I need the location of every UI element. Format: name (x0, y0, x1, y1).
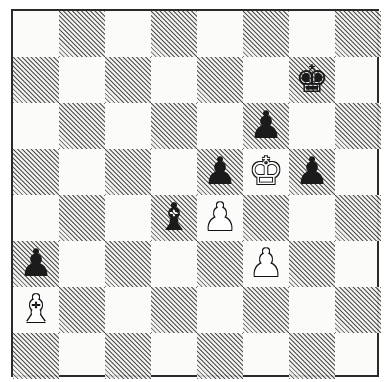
square-d6[interactable] (151, 103, 197, 149)
square-h6[interactable] (335, 103, 381, 149)
square-e1[interactable] (197, 333, 243, 379)
square-c2[interactable] (105, 287, 151, 333)
square-f8[interactable] (243, 11, 289, 57)
square-f7[interactable] (243, 57, 289, 103)
square-d8[interactable] (151, 11, 197, 57)
square-b4[interactable] (59, 195, 105, 241)
square-f2[interactable] (243, 287, 289, 333)
square-g2[interactable] (289, 287, 335, 333)
square-h3[interactable] (335, 241, 381, 287)
square-e6[interactable] (197, 103, 243, 149)
square-g8[interactable] (289, 11, 335, 57)
black-king-icon[interactable]: ♚ (289, 57, 335, 103)
square-b8[interactable] (59, 11, 105, 57)
square-b3[interactable] (59, 241, 105, 287)
white-bishop-icon[interactable]: ♝ (13, 287, 59, 333)
square-a5[interactable] (13, 149, 59, 195)
black-pawn-icon[interactable]: ♟ (197, 149, 243, 195)
square-c4[interactable] (105, 195, 151, 241)
square-b1[interactable] (59, 333, 105, 379)
piece-glyph: ♝ (19, 290, 53, 328)
chess-board: ♚ ♟ ♟ ♚ ♟ ♝ ♟ ♟ ♟ ♝ (11, 9, 379, 377)
square-g6[interactable] (289, 103, 335, 149)
square-a8[interactable] (13, 11, 59, 57)
piece-glyph: ♚ (295, 60, 329, 98)
white-king-icon[interactable]: ♚ (243, 149, 289, 195)
square-e2[interactable] (197, 287, 243, 333)
square-h7[interactable] (335, 57, 381, 103)
white-pawn-icon[interactable]: ♟ (243, 241, 289, 287)
square-h2[interactable] (335, 287, 381, 333)
square-b7[interactable] (59, 57, 105, 103)
square-c8[interactable] (105, 11, 151, 57)
piece-glyph: ♟ (295, 152, 329, 190)
square-c5[interactable] (105, 149, 151, 195)
square-h4[interactable] (335, 195, 381, 241)
square-b5[interactable] (59, 149, 105, 195)
piece-glyph: ♟ (203, 152, 237, 190)
square-c1[interactable] (105, 333, 151, 379)
square-a4[interactable] (13, 195, 59, 241)
piece-glyph: ♟ (19, 244, 53, 282)
square-g3[interactable] (289, 241, 335, 287)
square-d1[interactable] (151, 333, 197, 379)
piece-glyph: ♟ (249, 244, 283, 282)
square-d5[interactable] (151, 149, 197, 195)
square-b2[interactable] (59, 287, 105, 333)
square-c7[interactable] (105, 57, 151, 103)
square-h5[interactable] (335, 149, 381, 195)
square-a1[interactable] (13, 333, 59, 379)
square-g1[interactable] (289, 333, 335, 379)
square-e3[interactable] (197, 241, 243, 287)
piece-glyph: ♚ (249, 152, 283, 190)
black-pawn-icon[interactable]: ♟ (243, 103, 289, 149)
piece-glyph: ♟ (203, 198, 237, 236)
square-b6[interactable] (59, 103, 105, 149)
piece-glyph: ♟ (249, 106, 283, 144)
black-pawn-icon[interactable]: ♟ (13, 241, 59, 287)
square-a7[interactable] (13, 57, 59, 103)
square-f1[interactable] (243, 333, 289, 379)
square-h8[interactable] (335, 11, 381, 57)
square-h1[interactable] (335, 333, 381, 379)
piece-glyph: ♝ (157, 198, 191, 236)
square-d2[interactable] (151, 287, 197, 333)
square-f4[interactable] (243, 195, 289, 241)
square-e7[interactable] (197, 57, 243, 103)
square-e8[interactable] (197, 11, 243, 57)
square-c3[interactable] (105, 241, 151, 287)
white-pawn-icon[interactable]: ♟ (197, 195, 243, 241)
square-g4[interactable] (289, 195, 335, 241)
square-a6[interactable] (13, 103, 59, 149)
square-d7[interactable] (151, 57, 197, 103)
black-pawn-icon[interactable]: ♟ (289, 149, 335, 195)
square-c6[interactable] (105, 103, 151, 149)
square-d3[interactable] (151, 241, 197, 287)
black-bishop-icon[interactable]: ♝ (151, 195, 197, 241)
